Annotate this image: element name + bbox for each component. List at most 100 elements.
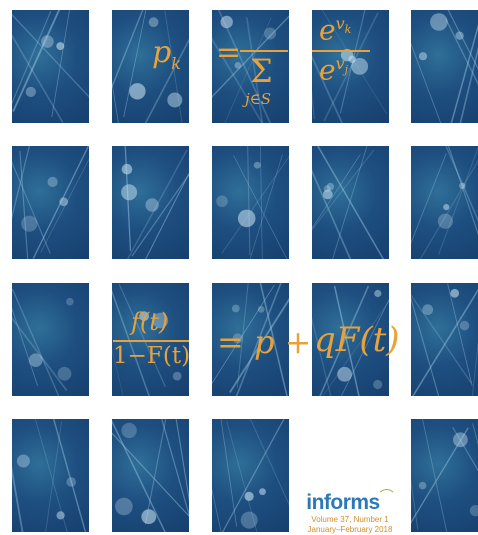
glow-dot [422, 304, 434, 316]
light-streak [249, 154, 283, 259]
glow-dot [373, 379, 383, 390]
cover-tile [112, 10, 189, 123]
light-streak [246, 17, 264, 123]
glow-dot [220, 15, 233, 29]
glow-dot [121, 184, 138, 201]
glow-dot [172, 371, 182, 381]
glow-dot [232, 333, 243, 344]
light-streak [452, 426, 478, 472]
light-streak [212, 284, 275, 384]
tile-texture [12, 10, 89, 123]
light-streak [472, 423, 478, 446]
glow-dot [139, 311, 149, 322]
glow-dot [374, 289, 382, 298]
light-streak [12, 34, 64, 123]
light-streak [411, 153, 447, 245]
light-streak [32, 146, 89, 259]
light-streak [447, 283, 473, 386]
glow-dot [145, 198, 159, 212]
glow-dot [234, 62, 242, 69]
tile-texture [12, 419, 87, 532]
light-streak [411, 288, 478, 396]
hazard-denominator: 1−F(t) [113, 343, 191, 369]
light-streak [312, 169, 352, 259]
light-streak [40, 158, 89, 253]
glow-dot [16, 454, 30, 468]
light-streak [12, 146, 31, 220]
light-streak [19, 150, 29, 259]
light-streak [450, 23, 478, 123]
glow-dot [21, 215, 38, 232]
glow-dot [240, 511, 258, 529]
light-streak [112, 348, 124, 396]
formula-mid: = p + [217, 323, 312, 361]
light-streak [131, 173, 189, 257]
light-streak [112, 432, 189, 517]
light-streak [112, 419, 166, 532]
glow-dot [459, 320, 470, 331]
light-streak [411, 293, 472, 384]
glow-dot [418, 52, 428, 61]
light-streak [249, 419, 289, 506]
light-streak [212, 15, 289, 98]
glow-dot [25, 86, 36, 97]
light-streak [233, 155, 288, 259]
glow-dot [231, 304, 240, 313]
light-streak [45, 421, 62, 532]
glow-dot [66, 477, 76, 487]
light-streak [323, 12, 379, 122]
light-streak [312, 317, 332, 396]
light-streak [411, 478, 419, 530]
light-streak [247, 146, 251, 256]
light-streak [322, 300, 389, 396]
glow-dot [348, 55, 356, 63]
tile-texture [411, 283, 478, 396]
cover-tile [112, 146, 189, 259]
glow-dot [57, 366, 72, 381]
cover-tile [312, 283, 389, 396]
sum-symbol: Σ [250, 52, 273, 90]
light-streak [411, 296, 440, 396]
fraction-bar [312, 50, 370, 52]
light-streak [447, 10, 478, 70]
glow-dot [337, 366, 352, 382]
glow-dot [459, 182, 466, 189]
cover-tile [411, 419, 478, 532]
light-streak [51, 10, 70, 118]
light-streak [459, 46, 478, 123]
glow-dot [259, 488, 266, 496]
light-streak [12, 288, 60, 396]
tile-texture [112, 284, 182, 396]
tile-texture [12, 146, 89, 259]
glow-dot [322, 189, 333, 200]
glow-dot [443, 204, 450, 211]
light-streak [236, 283, 249, 388]
light-streak [445, 146, 478, 222]
light-streak [260, 146, 263, 259]
cover-tile [12, 419, 89, 532]
numerator-base: e [319, 13, 336, 47]
glow-dot [430, 13, 448, 31]
glow-dot [47, 176, 58, 187]
formula-right: qF(t) [314, 320, 400, 360]
glow-dot [237, 209, 256, 228]
formula-lhs-base: p [152, 35, 172, 70]
light-streak [221, 419, 285, 532]
denominator-base: e [319, 53, 336, 87]
light-streak [126, 149, 188, 259]
glow-dot [351, 58, 369, 75]
tile-texture [312, 285, 389, 396]
denominator-exp-sub: j [344, 63, 349, 77]
cover-tile [411, 283, 478, 396]
light-streak [411, 42, 442, 123]
light-streak [229, 297, 289, 393]
cover-tile [312, 10, 389, 123]
brand-name: informs [306, 491, 380, 514]
light-streak [212, 488, 222, 532]
cover-tile [112, 419, 189, 532]
glow-dot [326, 182, 335, 191]
numerator-exp: evk [319, 16, 351, 44]
numerator-exp-sub: k [344, 23, 352, 37]
glow-dot [167, 92, 183, 108]
glow-dot [28, 353, 43, 367]
